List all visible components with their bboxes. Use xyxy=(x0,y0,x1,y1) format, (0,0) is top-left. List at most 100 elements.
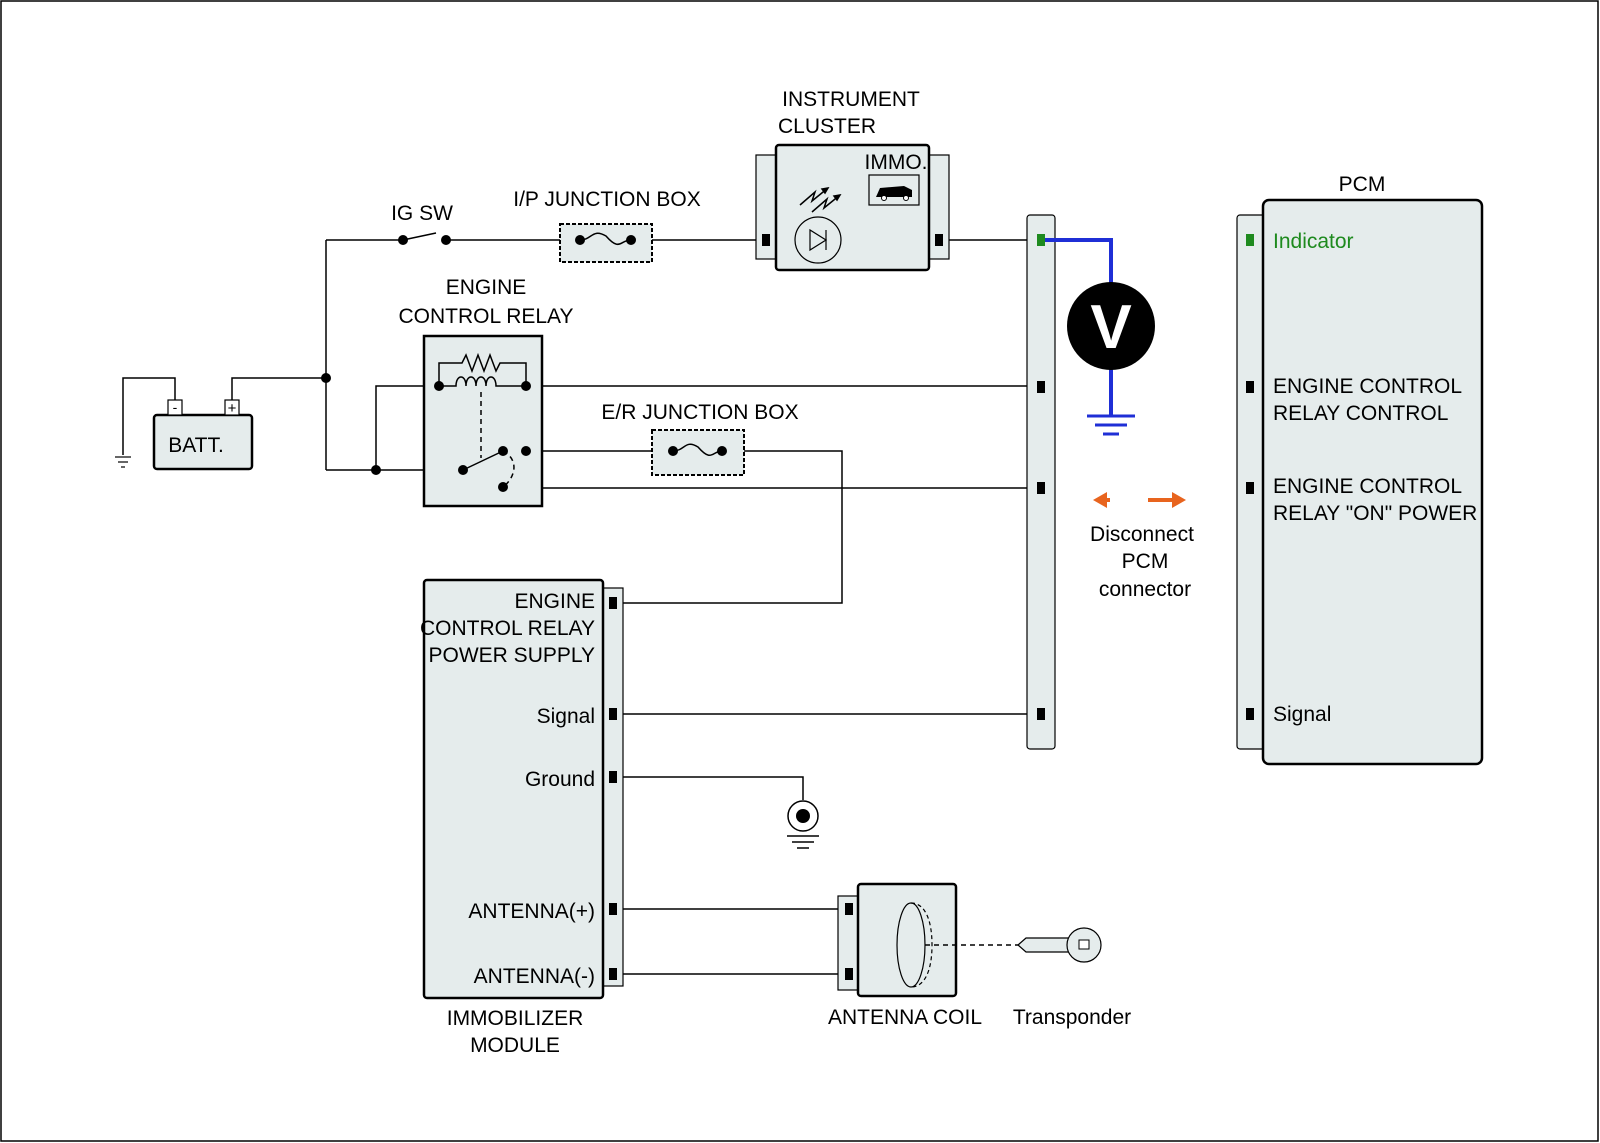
disconnect-label-3: connector xyxy=(1099,578,1191,601)
immo-ecr-power-label-3: POWER SUPPLY xyxy=(429,644,595,667)
immobilizer-module: ENGINE CONTROL RELAY POWER SUPPLY Signal… xyxy=(420,578,624,1057)
pcm-pin xyxy=(1246,381,1254,393)
antenna-coil: ANTENNA COIL xyxy=(828,882,1020,1029)
ground-symbol-icon xyxy=(1087,414,1135,436)
pcm: PCM Indicator ENGINE CONTROL RELAY CONTR… xyxy=(1236,173,1484,766)
arrow-left-icon xyxy=(1093,492,1110,508)
batt-plus-wire xyxy=(231,377,325,405)
immo-ecr-power-label-2: CONTROL RELAY xyxy=(420,617,595,640)
ig-sw-contact xyxy=(441,235,451,245)
car-icon xyxy=(876,186,912,197)
light-emission-icon xyxy=(799,186,842,213)
pcm-harness-connector xyxy=(1026,214,1056,750)
battery-body xyxy=(152,413,254,471)
antenna-coil-body xyxy=(856,882,958,998)
fuse-terminal xyxy=(626,235,636,245)
immobilizer-pin xyxy=(609,903,617,915)
relay-terminal xyxy=(521,381,531,391)
pcm-indicator-label: Indicator xyxy=(1273,230,1354,253)
fuse-terminal xyxy=(668,446,678,456)
immobilizer-label-2: MODULE xyxy=(470,1034,560,1057)
fuse-terminal xyxy=(717,446,727,456)
immo-ecr-power-label-1: ENGINE xyxy=(514,590,595,613)
er-jb-to-immo-wire xyxy=(619,450,843,604)
transponder-label: Transponder xyxy=(1013,1006,1131,1029)
ip-junction-box-label: I/P JUNCTION BOX xyxy=(513,188,700,211)
immobilizer-pin xyxy=(609,968,617,980)
immo-antenna-minus-label: ANTENNA(-) xyxy=(474,965,595,988)
led-icon xyxy=(794,216,842,264)
chassis-ground-icon xyxy=(115,456,131,468)
er-fuse-box xyxy=(651,429,745,476)
relay-on-power-wire xyxy=(525,451,1040,489)
immo-label: IMMO. xyxy=(865,151,928,174)
ignition-switch: IG SW xyxy=(391,202,453,245)
battery-minus-terminal xyxy=(167,399,183,416)
ig-sw-blade xyxy=(402,232,437,241)
engine-control-relay-label-1: ENGINE xyxy=(446,276,527,299)
relay-terminal xyxy=(521,446,531,456)
fuse-terminal xyxy=(575,235,585,245)
immobilizer-connector xyxy=(602,587,624,987)
ip-junction-box: I/P JUNCTION BOX xyxy=(513,188,701,263)
pcm-ecr-on-power-label-1: ENGINE CONTROL xyxy=(1273,475,1462,498)
pcm-pin xyxy=(1246,482,1254,494)
cluster-pin xyxy=(935,234,943,246)
disconnect-label-2: PCM xyxy=(1122,550,1169,573)
pcm-ecr-control-label-2: RELAY CONTROL xyxy=(1273,402,1448,425)
pcm-ecr-control-label-1: ENGINE CONTROL xyxy=(1273,375,1462,398)
immo-ground-label: Ground xyxy=(525,768,595,791)
fuse-icon xyxy=(579,232,632,246)
voltmeter-probe-wire xyxy=(1045,238,1113,290)
immobilizer-label-1: IMMOBILIZER xyxy=(447,1007,584,1030)
disconnect-indicator: Disconnect PCM connector xyxy=(1090,492,1194,601)
junction-dot xyxy=(321,373,331,383)
instrument-cluster-label-2: CLUSTER xyxy=(778,115,876,138)
pcm-label: PCM xyxy=(1339,173,1386,196)
relay-terminal xyxy=(458,465,468,475)
junction-dot xyxy=(371,465,381,475)
pcm-pin xyxy=(1246,708,1254,720)
immobilizer-pin xyxy=(609,771,617,783)
harness-pin xyxy=(1037,708,1045,720)
immo-antenna-plus-label: ANTENNA(+) xyxy=(468,900,595,923)
ig-sw-contact xyxy=(398,235,408,245)
voltmeter-icon xyxy=(1067,282,1155,370)
harness-pin xyxy=(1037,381,1045,393)
pcm-body xyxy=(1261,198,1484,766)
antenna-coil-pin xyxy=(845,903,853,915)
batt-minus-wire xyxy=(122,377,176,455)
body-ground-icon xyxy=(787,800,819,849)
antenna-coil-pin xyxy=(845,968,853,980)
voltmeter-symbol: V xyxy=(1090,293,1131,362)
junction-dots xyxy=(321,373,381,475)
cluster-pin xyxy=(762,234,770,246)
resistor-icon xyxy=(438,352,527,386)
antenna-coil-label: ANTENNA COIL xyxy=(828,1006,982,1029)
relay-coil-icon xyxy=(439,376,526,387)
immo-signal-label: Signal xyxy=(537,705,595,728)
immobilizer-pin xyxy=(609,597,617,609)
instrument-cluster-label-1: INSTRUMENT xyxy=(782,88,920,111)
ig-sw-label: IG SW xyxy=(391,202,453,225)
pcm-signal-label: Signal xyxy=(1273,703,1331,726)
cluster-body xyxy=(774,143,931,272)
engine-control-relay: ENGINE CONTROL RELAY xyxy=(398,276,574,508)
pcm-pin-indicator xyxy=(1246,234,1254,246)
er-junction-box-label: E/R JUNCTION BOX xyxy=(601,401,798,424)
disconnect-label-1: Disconnect xyxy=(1090,523,1194,546)
battery-label: BATT. xyxy=(168,434,224,457)
harness-pin-indicator xyxy=(1037,234,1045,246)
immo-indicator-icon xyxy=(868,174,920,206)
pcm-ecr-on-power-label-2: RELAY "ON" POWER xyxy=(1273,502,1477,525)
battery-minus-sign: - xyxy=(173,399,178,415)
harness-pin xyxy=(1037,482,1045,494)
fuse-icon xyxy=(672,443,723,457)
relay-switch-blade xyxy=(462,450,504,471)
relay-coil-feed-wire xyxy=(375,385,439,470)
immobilizer-body xyxy=(422,578,605,1000)
engine-control-relay-label-2: CONTROL RELAY xyxy=(398,305,573,328)
immobilizer-pin xyxy=(609,708,617,720)
